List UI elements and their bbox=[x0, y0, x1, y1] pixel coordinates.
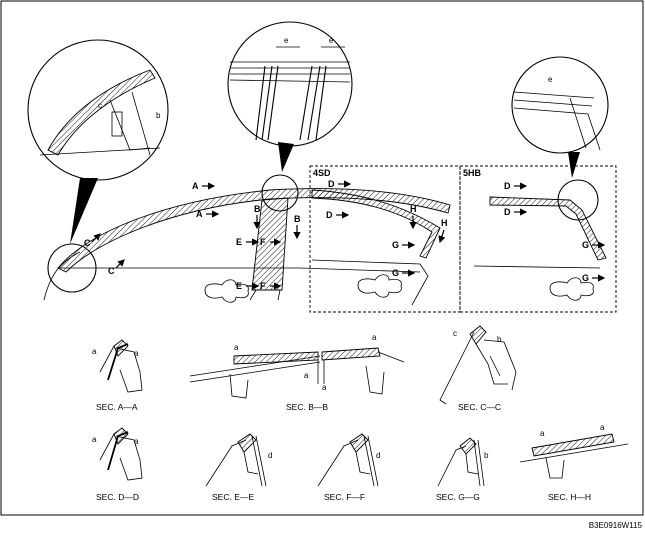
dim-a-bb-mid: a bbox=[304, 371, 309, 380]
callout-a-upper: A bbox=[192, 181, 199, 191]
section-label-hh: SEC. H—H bbox=[548, 492, 591, 502]
section-e-e: d SEC. E—E bbox=[205, 433, 272, 502]
dim-d-ff: d bbox=[376, 451, 380, 460]
dim-a-bb-left: a bbox=[234, 343, 239, 352]
section-label-aa: SEC. A—A bbox=[96, 402, 138, 412]
callout-a-lower: A bbox=[196, 209, 203, 219]
callout-d-4sd-lower: D bbox=[326, 210, 333, 220]
section-label-dd: SEC. D—D bbox=[96, 492, 139, 502]
dim-a-hh-right: a bbox=[600, 423, 605, 432]
callout-c-lower: C bbox=[108, 266, 115, 276]
dim-label-b-top: b bbox=[156, 111, 161, 120]
rear-door-handle-5hb bbox=[549, 277, 594, 301]
callout-d-5hb-lower: D bbox=[504, 207, 511, 217]
section-d-d: a a SEC. D—D bbox=[92, 427, 143, 502]
callout-g-5hb-upper: G bbox=[582, 240, 589, 250]
callout-h-4sd-left: H bbox=[410, 204, 417, 214]
dim-a-aa-left: a bbox=[92, 347, 97, 356]
callout-f-lower: F bbox=[260, 281, 266, 291]
dim-b-cc: b bbox=[497, 335, 502, 344]
section-label-ee: SEC. E—E bbox=[212, 492, 254, 502]
section-callouts: A A B B C C E E F F D D H H G G D D bbox=[84, 179, 606, 291]
view-5hb: 5HB bbox=[459, 165, 617, 313]
section-h-h: a a SEC. H—H bbox=[519, 423, 629, 502]
callout-g-5hb-lower: G bbox=[582, 273, 589, 283]
detail-magnifier-hb: e bbox=[511, 56, 609, 178]
dim-a-dd-left: a bbox=[92, 435, 97, 444]
detail-circle-c bbox=[47, 243, 97, 293]
front-door-handle bbox=[204, 279, 249, 303]
detail-magnifier-e: e e bbox=[227, 21, 353, 172]
callout-b-left: B bbox=[254, 204, 261, 214]
dim-a-aa-right: a bbox=[134, 349, 139, 358]
dim-d-ee: d bbox=[268, 451, 272, 460]
callout-g-4sd-lower: G bbox=[392, 268, 399, 278]
view-label-4sd: 4SD bbox=[313, 168, 331, 178]
dim-c-cc: c bbox=[453, 329, 457, 338]
rear-door-handle-4sd bbox=[357, 274, 402, 298]
main-door-view bbox=[43, 174, 594, 303]
dim-a-dd-right: a bbox=[134, 437, 139, 446]
callout-d-5hb-upper: D bbox=[504, 181, 511, 191]
dim-a-bb-low: a bbox=[322, 383, 327, 392]
dim-label-e-right: e bbox=[329, 36, 334, 45]
callout-g-4sd-upper: G bbox=[392, 240, 399, 250]
section-b-b: a a a a SEC. B—B bbox=[189, 333, 405, 412]
dim-a-bb-right: a bbox=[372, 333, 377, 342]
detail-circle-hb bbox=[557, 179, 599, 221]
figure-frame bbox=[0, 0, 644, 516]
figure-code: B3E0916W115 bbox=[589, 521, 643, 530]
callout-d-4sd-upper: D bbox=[328, 179, 335, 189]
roof-weatherstrip-arc bbox=[57, 188, 451, 273]
view-label-5hb: 5HB bbox=[463, 168, 482, 178]
section-label-gg: SEC. G—G bbox=[436, 492, 480, 502]
dim-label-c-top: c bbox=[98, 101, 102, 110]
detail-circle-e bbox=[261, 174, 299, 212]
callout-e-upper: E bbox=[236, 237, 242, 247]
section-g-g: b SEC. G—G bbox=[436, 437, 489, 502]
b-pillar-strip bbox=[251, 197, 289, 291]
dim-label-e-hb: e bbox=[548, 75, 553, 84]
dim-label-e-left: e bbox=[284, 36, 289, 45]
callout-h-4sd-right: H bbox=[441, 218, 448, 228]
section-label-bb: SEC. B—B bbox=[286, 402, 328, 412]
detail-magnifier-c: c b bbox=[27, 39, 169, 244]
dim-b-gg: b bbox=[484, 451, 489, 460]
callout-e-lower: E bbox=[236, 281, 242, 291]
callout-c-upper: C bbox=[84, 238, 91, 248]
section-label-ff: SEC. F—F bbox=[324, 492, 365, 502]
callout-f-upper: F bbox=[260, 237, 266, 247]
section-c-c: c b SEC. C—C bbox=[439, 325, 517, 412]
section-label-cc: SEC. C—C bbox=[458, 402, 501, 412]
section-a-a: a a SEC. A—A bbox=[92, 339, 143, 412]
section-f-f: d SEC. F—F bbox=[317, 433, 380, 502]
callout-b-right: B bbox=[294, 214, 301, 224]
dim-a-hh-left: a bbox=[540, 429, 545, 438]
